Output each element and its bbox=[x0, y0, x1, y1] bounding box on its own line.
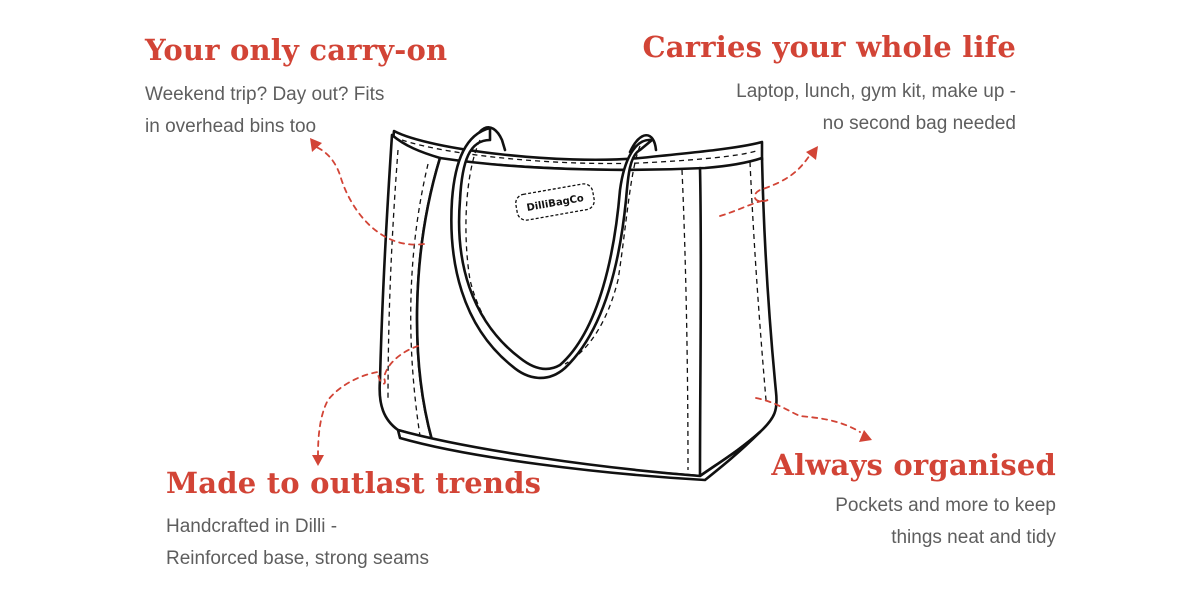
callout-description-organised: Pockets and more to keep things neat and… bbox=[835, 490, 1056, 554]
callout-line: things neat and tidy bbox=[891, 527, 1056, 548]
callout-title-carry-on: Your only carry-on bbox=[145, 33, 448, 67]
callout-title-outlast-trends: Made to outlast trends bbox=[166, 466, 542, 500]
pointer-arrow-whole-life bbox=[719, 146, 818, 217]
callout-description-whole-life: Laptop, lunch, gym kit, make up - no sec… bbox=[736, 76, 1016, 140]
front-strap bbox=[450, 126, 654, 380]
callout-line: Pockets and more to keep bbox=[835, 495, 1056, 516]
pointer-arrow-organised bbox=[755, 397, 872, 442]
callout-description-carry-on: Weekend trip? Day out? Fits in overhead … bbox=[145, 79, 384, 143]
pointer-arrow-outlast bbox=[312, 345, 419, 466]
pointer-arrow-carry-on bbox=[310, 138, 425, 246]
callout-line: Handcrafted in Dilli - bbox=[166, 516, 338, 537]
callout-line: Weekend trip? Day out? Fits bbox=[145, 84, 385, 105]
callout-line: in overhead bins too bbox=[145, 116, 317, 137]
callout-description-outlast-trends: Handcrafted in Dilli - Reinforced base, … bbox=[166, 511, 429, 575]
bag-base bbox=[396, 428, 762, 482]
callout-line: no second bag needed bbox=[822, 113, 1016, 134]
callout-title-whole-life: Carries your whole life bbox=[642, 30, 1016, 64]
callout-line: Laptop, lunch, gym kit, make up - bbox=[736, 81, 1016, 102]
brand-label: DilliBagCo bbox=[515, 183, 595, 221]
callout-line: Reinforced base, strong seams bbox=[166, 548, 429, 569]
callout-title-organised: Always organised bbox=[771, 448, 1056, 482]
